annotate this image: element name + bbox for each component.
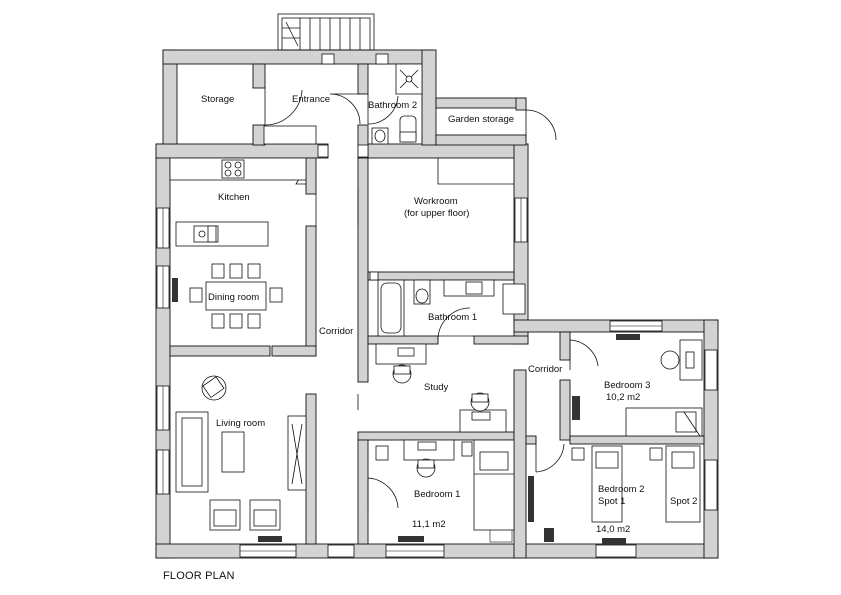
label-bedroom3-area: 10,2 m2 xyxy=(606,392,640,403)
bedroom3-furniture xyxy=(625,339,703,437)
label-spot1: Spot 1 xyxy=(598,496,625,507)
label-bedroom1-area: 11,1 m2 xyxy=(412,519,446,530)
label-bathroom1: Bathroom 1 xyxy=(428,312,477,323)
label-entrance: Entrance xyxy=(292,94,330,105)
plan-caption: FLOOR PLAN xyxy=(163,570,235,582)
dining-table xyxy=(189,263,283,329)
bedroom1-furniture xyxy=(375,439,515,531)
kitchen-fixtures xyxy=(169,157,307,247)
windows xyxy=(156,53,718,558)
label-living-room: Living room xyxy=(216,418,265,429)
study-furniture xyxy=(375,343,507,433)
bedroom2-furniture xyxy=(571,445,701,523)
workroom-bathroom1-fixtures xyxy=(369,158,514,337)
label-dining-room: Dining room xyxy=(208,292,259,303)
label-workroom: Workroom xyxy=(414,196,458,207)
label-corridor-right: Corridor xyxy=(528,364,562,375)
stairs xyxy=(277,13,375,51)
label-bedroom1: Bedroom 1 xyxy=(414,489,460,500)
label-workroom-sub: (for upper floor) xyxy=(404,208,469,219)
bathroom2-fixtures xyxy=(263,63,423,145)
label-storage: Storage xyxy=(201,94,234,105)
label-study: Study xyxy=(424,382,449,393)
label-garden-storage: Garden storage xyxy=(448,114,514,125)
room-labels: Storage Entrance Bathroom 2 Garden stora… xyxy=(201,94,697,535)
living-room-furniture xyxy=(175,375,307,531)
label-bedroom2: Bedroom 2 xyxy=(598,484,644,495)
label-corridor-left: Corridor xyxy=(319,326,353,337)
label-bathroom2: Bathroom 2 xyxy=(368,100,417,111)
label-kitchen: Kitchen xyxy=(218,192,250,203)
label-bedroom3: Bedroom 3 xyxy=(604,380,650,391)
label-spot2: Spot 2 xyxy=(670,496,697,507)
label-bedroom2-area: 14,0 m2 xyxy=(596,524,630,535)
doors xyxy=(264,88,599,510)
